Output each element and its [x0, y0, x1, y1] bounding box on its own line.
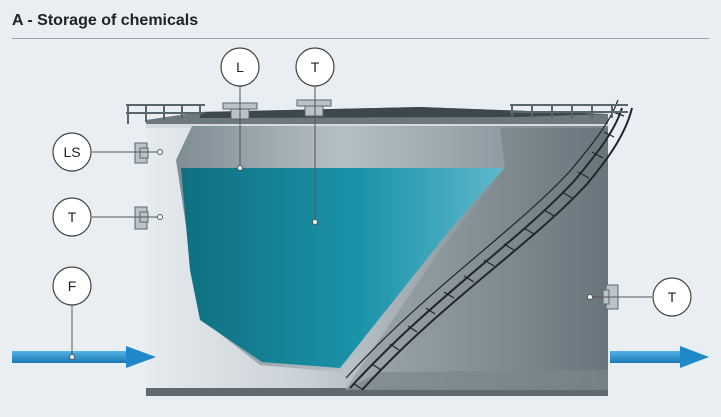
side-nozzle-level-switch — [134, 142, 149, 164]
page-title: A - Storage of chemicals — [12, 12, 199, 29]
measurement-points — [69, 149, 593, 360]
roof-railing-right — [510, 104, 628, 118]
tank-cutaway — [176, 126, 608, 390]
instrument-leaders — [71, 85, 652, 357]
instrument-flow: F — [52, 266, 92, 306]
instrument-level-switch: LS — [52, 132, 92, 172]
instrument-temperature-top-label: T — [311, 59, 320, 75]
roof-nozzle-temperature — [296, 99, 332, 117]
instrument-flow-label: F — [68, 278, 77, 294]
roof-railing-left — [126, 104, 205, 124]
instrument-level-label: L — [236, 59, 244, 75]
instrument-level-switch-label: LS — [63, 144, 80, 160]
outlet-pipe-arrow — [610, 346, 709, 368]
instrument-temperature-outlet: T — [652, 277, 692, 317]
instrument-temperature-side: T — [52, 197, 92, 237]
title-divider — [12, 38, 709, 39]
instrument-level: L — [220, 47, 260, 87]
spiral-staircase — [345, 99, 633, 391]
inlet-pipe-arrow — [12, 346, 156, 368]
instrument-temperature-side-label: T — [68, 209, 77, 225]
instrument-temperature-top: T — [295, 47, 335, 87]
side-nozzle-temperature — [134, 206, 149, 230]
stored-liquid — [181, 168, 504, 368]
instrument-temperature-outlet-label: T — [668, 289, 677, 305]
